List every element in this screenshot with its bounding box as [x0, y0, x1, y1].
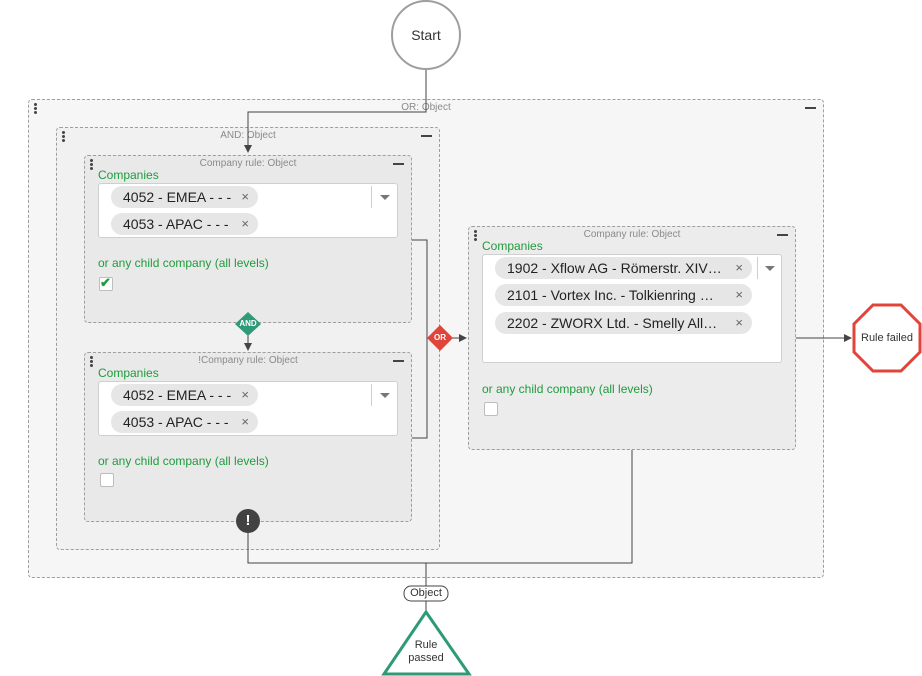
- warning-icon[interactable]: !: [245, 512, 251, 529]
- company-chip-label: 4052 - EMEA - - -: [123, 387, 232, 403]
- start-node[interactable]: Start: [411, 27, 441, 43]
- company-rule-1-menu-icon[interactable]: [90, 159, 93, 171]
- chevron-down-icon[interactable]: [765, 266, 775, 271]
- company-rule-3-collapse-icon[interactable]: [777, 234, 788, 236]
- or-group-collapse-icon[interactable]: [805, 107, 816, 109]
- companies-label: Companies: [482, 239, 543, 253]
- child-company-checkbox[interactable]: ✔: [99, 275, 113, 291]
- company-rule-2-menu-icon[interactable]: [90, 356, 93, 368]
- remove-icon[interactable]: ×: [241, 216, 249, 231]
- company-chip[interactable]: 4052 - EMEA - - - ×: [111, 186, 258, 208]
- company-chip-label: 4053 - APAC - - -: [123, 216, 229, 232]
- company-rule-2-collapse-icon[interactable]: [393, 360, 404, 362]
- companies-select[interactable]: 4052 - EMEA - - - × 4053 - APAC - - - ×: [98, 381, 398, 436]
- company-chip[interactable]: 2101 - Vortex Inc. - Tolkienring … ×: [495, 284, 752, 306]
- remove-icon[interactable]: ×: [735, 315, 743, 330]
- company-rule-3-menu-icon[interactable]: [474, 230, 477, 242]
- child-company-label: or any child company (all levels): [98, 256, 269, 270]
- companies-select[interactable]: 4052 - EMEA - - - × 4053 - APAC - - - ×: [98, 183, 398, 238]
- company-rule-1-collapse-icon[interactable]: [393, 163, 404, 165]
- and-group-collapse-icon[interactable]: [421, 135, 432, 137]
- object-badge[interactable]: Object: [410, 587, 442, 599]
- and-group-title: AND: Object: [220, 130, 276, 141]
- companies-label: Companies: [98, 168, 159, 182]
- company-rule-2: !Company rule: Object Companies 4052 - E…: [84, 352, 412, 522]
- child-company-checkbox[interactable]: [484, 402, 498, 416]
- rule-passed-line2: passed: [408, 652, 444, 664]
- chevron-down-icon[interactable]: [380, 195, 390, 200]
- select-separator: [371, 384, 372, 406]
- child-company-label: or any child company (all levels): [482, 382, 653, 396]
- remove-icon[interactable]: ×: [735, 287, 743, 302]
- remove-icon[interactable]: ×: [241, 189, 249, 204]
- companies-select[interactable]: 1902 - Xflow AG - Römerstr. XIV… × 2101 …: [482, 254, 782, 363]
- company-rule-3: Company rule: Object Companies 1902 - Xf…: [468, 226, 796, 450]
- child-company-checkbox[interactable]: [100, 473, 114, 487]
- company-rule-1: Company rule: Object Companies 4052 - EM…: [84, 155, 412, 323]
- or-connector[interactable]: OR: [434, 333, 446, 342]
- or-group-menu-icon[interactable]: [34, 103, 37, 115]
- remove-icon[interactable]: ×: [241, 414, 249, 429]
- chevron-down-icon[interactable]: [380, 393, 390, 398]
- child-company-label: or any child company (all levels): [98, 454, 269, 468]
- company-chip[interactable]: 4052 - EMEA - - - ×: [111, 384, 258, 406]
- rule-passed-line1: Rule: [414, 639, 438, 651]
- remove-icon[interactable]: ×: [735, 260, 743, 275]
- company-chip-label: 4052 - EMEA - - -: [123, 189, 232, 205]
- company-chip[interactable]: 1902 - Xflow AG - Römerstr. XIV… ×: [495, 257, 752, 279]
- company-chip-label: 4053 - APAC - - -: [123, 414, 229, 430]
- company-chip-label: 1902 - Xflow AG - Römerstr. XIV…: [507, 260, 722, 276]
- and-group-menu-icon[interactable]: [62, 131, 65, 143]
- company-chip-label: 2202 - ZWORX Ltd. - Smelly Alle…: [507, 315, 723, 331]
- or-group-title: OR: Object: [401, 102, 451, 113]
- rule-passed-node[interactable]: Rule passed: [396, 639, 456, 665]
- company-rule-2-title: !Company rule: Object: [198, 355, 298, 366]
- company-chip[interactable]: 4053 - APAC - - - ×: [111, 213, 258, 235]
- company-rule-3-title: Company rule: Object: [583, 229, 681, 240]
- company-chip[interactable]: 4053 - APAC - - - ×: [111, 411, 258, 433]
- remove-icon[interactable]: ×: [241, 387, 249, 402]
- companies-label: Companies: [98, 366, 159, 380]
- and-connector[interactable]: AND: [239, 319, 257, 328]
- company-chip[interactable]: 2202 - ZWORX Ltd. - Smelly Alle… ×: [495, 312, 752, 334]
- select-separator: [757, 257, 758, 279]
- select-separator: [371, 186, 372, 208]
- check-icon: ✔: [100, 275, 111, 290]
- company-rule-1-title: Company rule: Object: [199, 158, 297, 169]
- rule-failed-node[interactable]: Rule failed: [861, 332, 913, 344]
- company-chip-label: 2101 - Vortex Inc. - Tolkienring …: [507, 287, 714, 303]
